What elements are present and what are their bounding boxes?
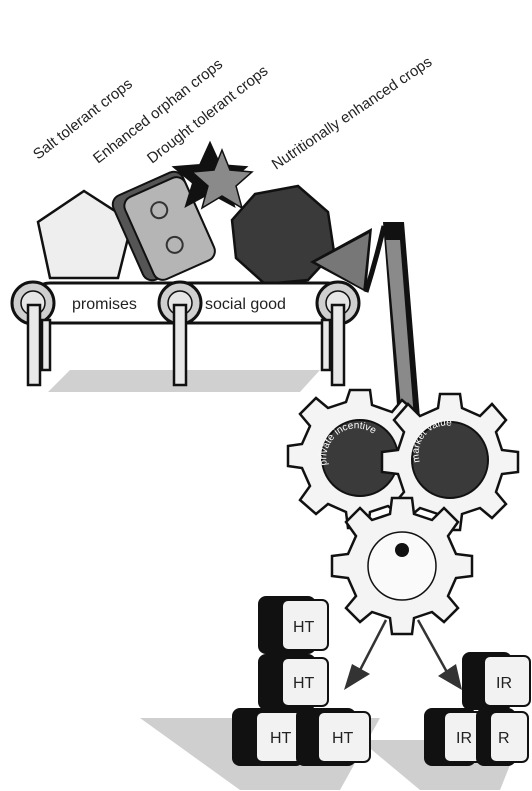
- ir-label-bottom-left: IR: [456, 730, 472, 747]
- ir-label-top: IR: [496, 675, 512, 692]
- belt-label-promises: promises: [72, 296, 137, 313]
- arrow-to-ir: [418, 620, 462, 690]
- belt-label-social-good: social good: [205, 296, 286, 313]
- arrow-to-ht: [344, 620, 386, 690]
- label-nutritionally-enhanced: Nutritionally enhanced crops: [269, 53, 435, 173]
- ir-label-bottom-right: R: [498, 730, 510, 747]
- ht-block-bottom-right: HT: [296, 708, 370, 766]
- octagon-crop-shape: [232, 186, 334, 284]
- ir-block-top: IR: [462, 652, 530, 710]
- ht-label-bottom-left: HT: [270, 730, 292, 747]
- feed-chute: [366, 222, 420, 418]
- ht-block-top: HT: [258, 596, 328, 654]
- ht-block-middle: HT: [258, 654, 328, 710]
- gear-bottom: [332, 498, 472, 634]
- ir-block-bottom-right: R: [476, 708, 528, 766]
- ht-label-bottom-right: HT: [332, 730, 354, 747]
- ht-label-middle: HT: [293, 675, 315, 692]
- ht-label-top: HT: [293, 619, 315, 636]
